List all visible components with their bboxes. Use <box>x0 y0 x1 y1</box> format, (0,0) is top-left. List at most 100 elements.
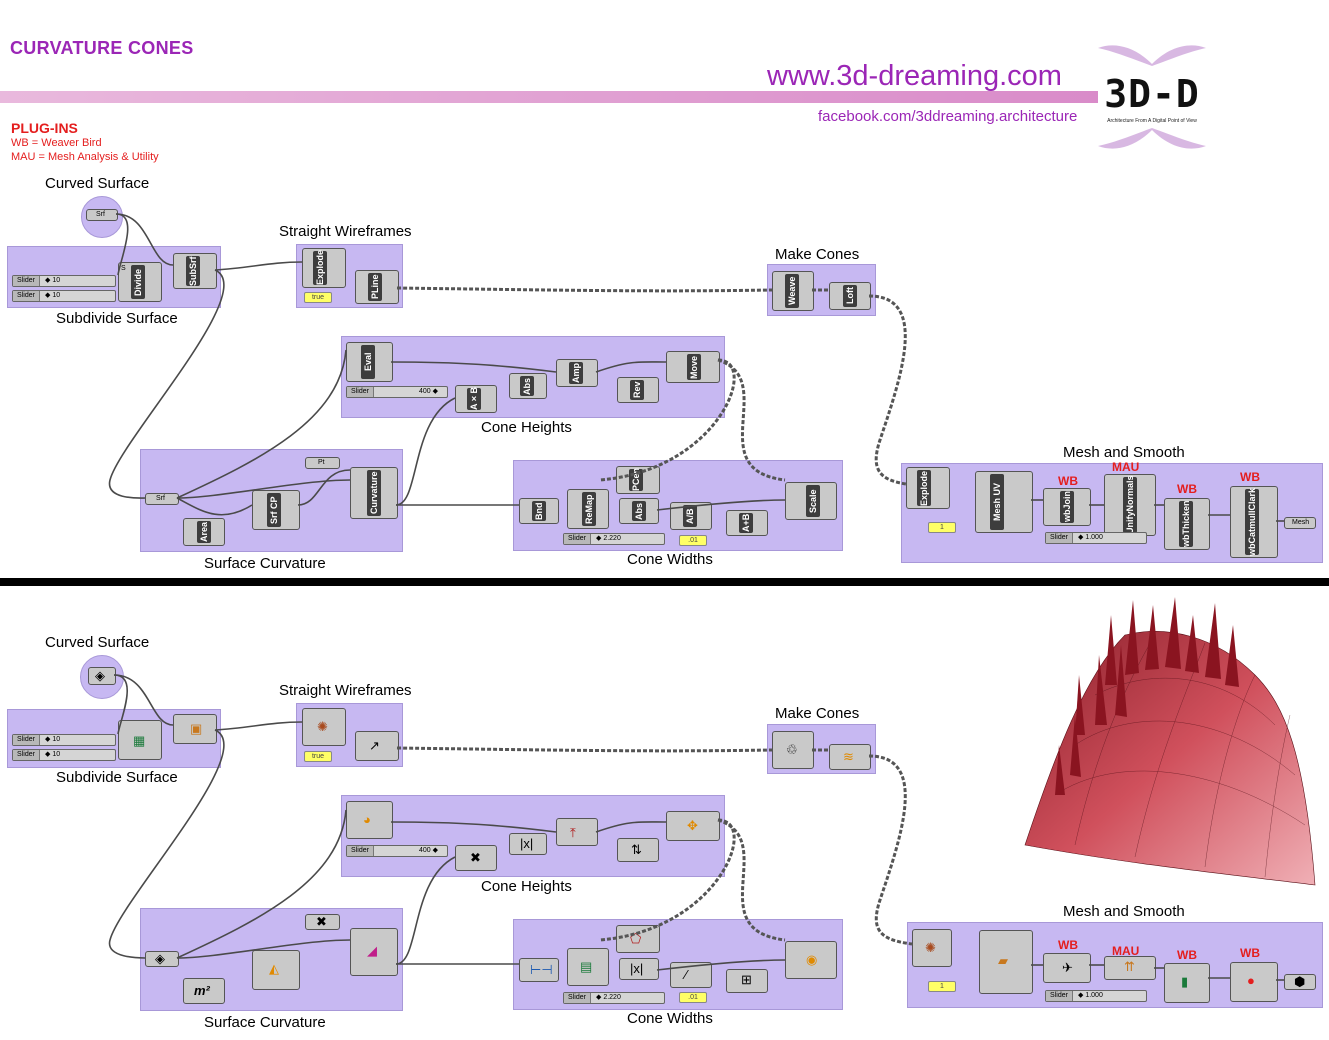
wbthicken-component[interactable]: wbThicken <box>1164 498 1210 550</box>
curvature-icon-component[interactable]: ◢ <box>350 928 398 976</box>
width-slider-2[interactable]: Slider◆ 2.220 <box>563 992 665 1004</box>
small-panel-2[interactable]: .01 <box>679 992 707 1003</box>
scale-icon-component[interactable]: ◉ <box>785 941 837 979</box>
pcen-component[interactable]: PCen <box>616 466 660 494</box>
bounds-icon: ⊢⊣ <box>530 962 553 977</box>
abs-component-1[interactable]: Abs <box>509 373 547 399</box>
v-count-slider[interactable]: Slider◆ 10 <box>12 290 116 302</box>
add-icon-component[interactable]: ⊞ <box>726 969 768 993</box>
thickness-slider[interactable]: Slider◆ 1.000 <box>1045 532 1147 544</box>
bool-panel[interactable]: true <box>304 292 332 303</box>
subsrf-component[interactable]: SubSrf <box>173 253 217 289</box>
one-panel[interactable]: 1 <box>928 522 956 533</box>
polygon-center-icon: ⬠ <box>630 931 642 946</box>
subsrf-label: SubSrf <box>186 256 200 286</box>
weave-component[interactable]: Weave <box>772 271 814 311</box>
surface-icon: ◈ <box>95 668 105 683</box>
abs-icon-component[interactable]: |x| <box>509 833 547 855</box>
srf-param-2[interactable]: Srf <box>145 493 179 505</box>
multiply-component[interactable]: A×B <box>455 385 497 413</box>
wbcatmullclark-icon-component[interactable]: ● <box>1230 962 1278 1002</box>
srfcp-icon-component[interactable]: ◭ <box>252 950 300 990</box>
srf-param[interactable]: Srf <box>86 209 118 221</box>
small-panel[interactable]: .01 <box>679 535 707 546</box>
bnd-component[interactable]: Bnd <box>519 498 559 524</box>
wb-tag-catmull-2: WB <box>1240 946 1260 960</box>
facebook-link[interactable]: facebook.com/3ddreaming.architecture <box>818 108 1078 125</box>
explode-icon-component[interactable]: ✺ <box>302 708 346 746</box>
thickness-slider-2[interactable]: Slider◆ 1.000 <box>1045 990 1147 1002</box>
eval-component[interactable]: Eval <box>346 342 393 382</box>
eval-icon-component[interactable]: ◕ <box>346 801 393 839</box>
wbcatmullclark-component[interactable]: wbCatmullClark <box>1230 486 1278 558</box>
pline-component[interactable]: PLine <box>355 270 399 304</box>
divide-ab-component[interactable]: A/B <box>670 502 712 530</box>
pline-icon-component[interactable]: ↗ <box>355 731 399 761</box>
label-cone-heights: Cone Heights <box>481 419 572 436</box>
label-straight-wireframes-2: Straight Wireframes <box>279 682 412 699</box>
pcen-icon-component[interactable]: ⬠ <box>616 925 660 953</box>
divide-component[interactable]: S Divide <box>118 262 162 302</box>
curvature-component[interactable]: Curvature <box>350 467 398 519</box>
loft-icon-component[interactable]: ≋ <box>829 744 871 770</box>
addition-icon: ⊞ <box>741 972 752 987</box>
srfcp-component[interactable]: Srf CP <box>252 490 300 530</box>
srf-icon-param-2[interactable]: ◈ <box>145 951 179 967</box>
bnd-icon-component[interactable]: ⊢⊣ <box>519 958 559 982</box>
u-count-slider[interactable]: Slider◆ 10 <box>12 275 116 287</box>
divide-icon-component[interactable]: ▦ <box>118 720 162 760</box>
remap-icon-component[interactable]: ▤ <box>567 948 609 986</box>
abs-icon-component-2[interactable]: |x| <box>619 958 659 980</box>
rev-component[interactable]: Rev <box>617 377 659 403</box>
v-count-slider-2[interactable]: Slider◆ 10 <box>12 749 116 761</box>
divide-ab-icon-component[interactable]: ⁄ <box>670 962 712 988</box>
unifynormals-component[interactable]: UnifyNormals <box>1104 474 1156 536</box>
wbjoin-icon-component[interactable]: ✈ <box>1043 953 1091 983</box>
bool-panel-2[interactable]: true <box>304 751 332 762</box>
pt-param[interactable]: Pt <box>305 457 340 469</box>
explode-icon-component-2[interactable]: ✺ <box>912 929 952 967</box>
area-component[interactable]: Area <box>183 518 225 546</box>
amp-label: Amp <box>569 362 583 384</box>
meshuv-label: Mesh UV <box>990 474 1004 530</box>
scale-component[interactable]: Scale <box>785 482 837 520</box>
u-count-slider-2[interactable]: Slider◆ 10 <box>12 734 116 746</box>
wbjoin-component[interactable]: wbJoin <box>1043 488 1091 526</box>
add-label: A+B <box>739 513 753 533</box>
explode-component-2[interactable]: Explode <box>906 467 950 509</box>
loft-component[interactable]: Loft <box>829 282 871 310</box>
meshuv-component[interactable]: Mesh UV <box>975 471 1033 533</box>
weave-label: Weave <box>785 274 799 308</box>
meshuv-icon-component[interactable]: ▰ <box>979 930 1033 994</box>
port-label: S <box>121 265 126 272</box>
explode-component[interactable]: Explode <box>302 248 346 288</box>
label-cone-widths-2: Cone Widths <box>627 1010 713 1027</box>
width-slider[interactable]: Slider◆ 2.220 <box>563 533 665 545</box>
abs-component-2[interactable]: Abs <box>619 498 659 524</box>
unifynormals-icon-component[interactable]: ⇈ <box>1104 956 1156 980</box>
wbjoin-label: wbJoin <box>1060 491 1074 523</box>
wbthicken-icon-component[interactable]: ▮ <box>1164 963 1210 1003</box>
rev-icon-component[interactable]: ⇅ <box>617 838 659 862</box>
srf-icon-param[interactable]: ◈ <box>88 667 116 685</box>
move-icon-component[interactable]: ✥ <box>666 811 720 841</box>
subsrf-icon-component[interactable]: ▣ <box>173 714 217 744</box>
area-icon-component[interactable]: m² <box>183 978 225 1004</box>
remap-component[interactable]: ReMap <box>567 489 609 529</box>
add-component[interactable]: A+B <box>726 510 768 536</box>
multiply-icon-component[interactable]: ✖ <box>455 845 497 871</box>
mesh-icon-param[interactable]: ⬢ <box>1284 974 1316 990</box>
area-icon: m² <box>194 983 210 998</box>
mesh-param[interactable]: Mesh <box>1284 517 1316 529</box>
move-component[interactable]: Move <box>666 351 720 383</box>
surface-icon: ◈ <box>155 951 165 966</box>
amp-icon-component[interactable]: ⤒ <box>556 818 598 846</box>
one-panel-2[interactable]: 1 <box>928 981 956 992</box>
amp-component[interactable]: Amp <box>556 359 598 387</box>
label-cone-widths: Cone Widths <box>627 551 713 568</box>
pt-icon-param[interactable]: ✖ <box>305 914 340 930</box>
site-url-link[interactable]: www.3d-dreaming.com <box>767 60 1062 92</box>
weave-icon-component[interactable]: ♲ <box>772 731 814 769</box>
